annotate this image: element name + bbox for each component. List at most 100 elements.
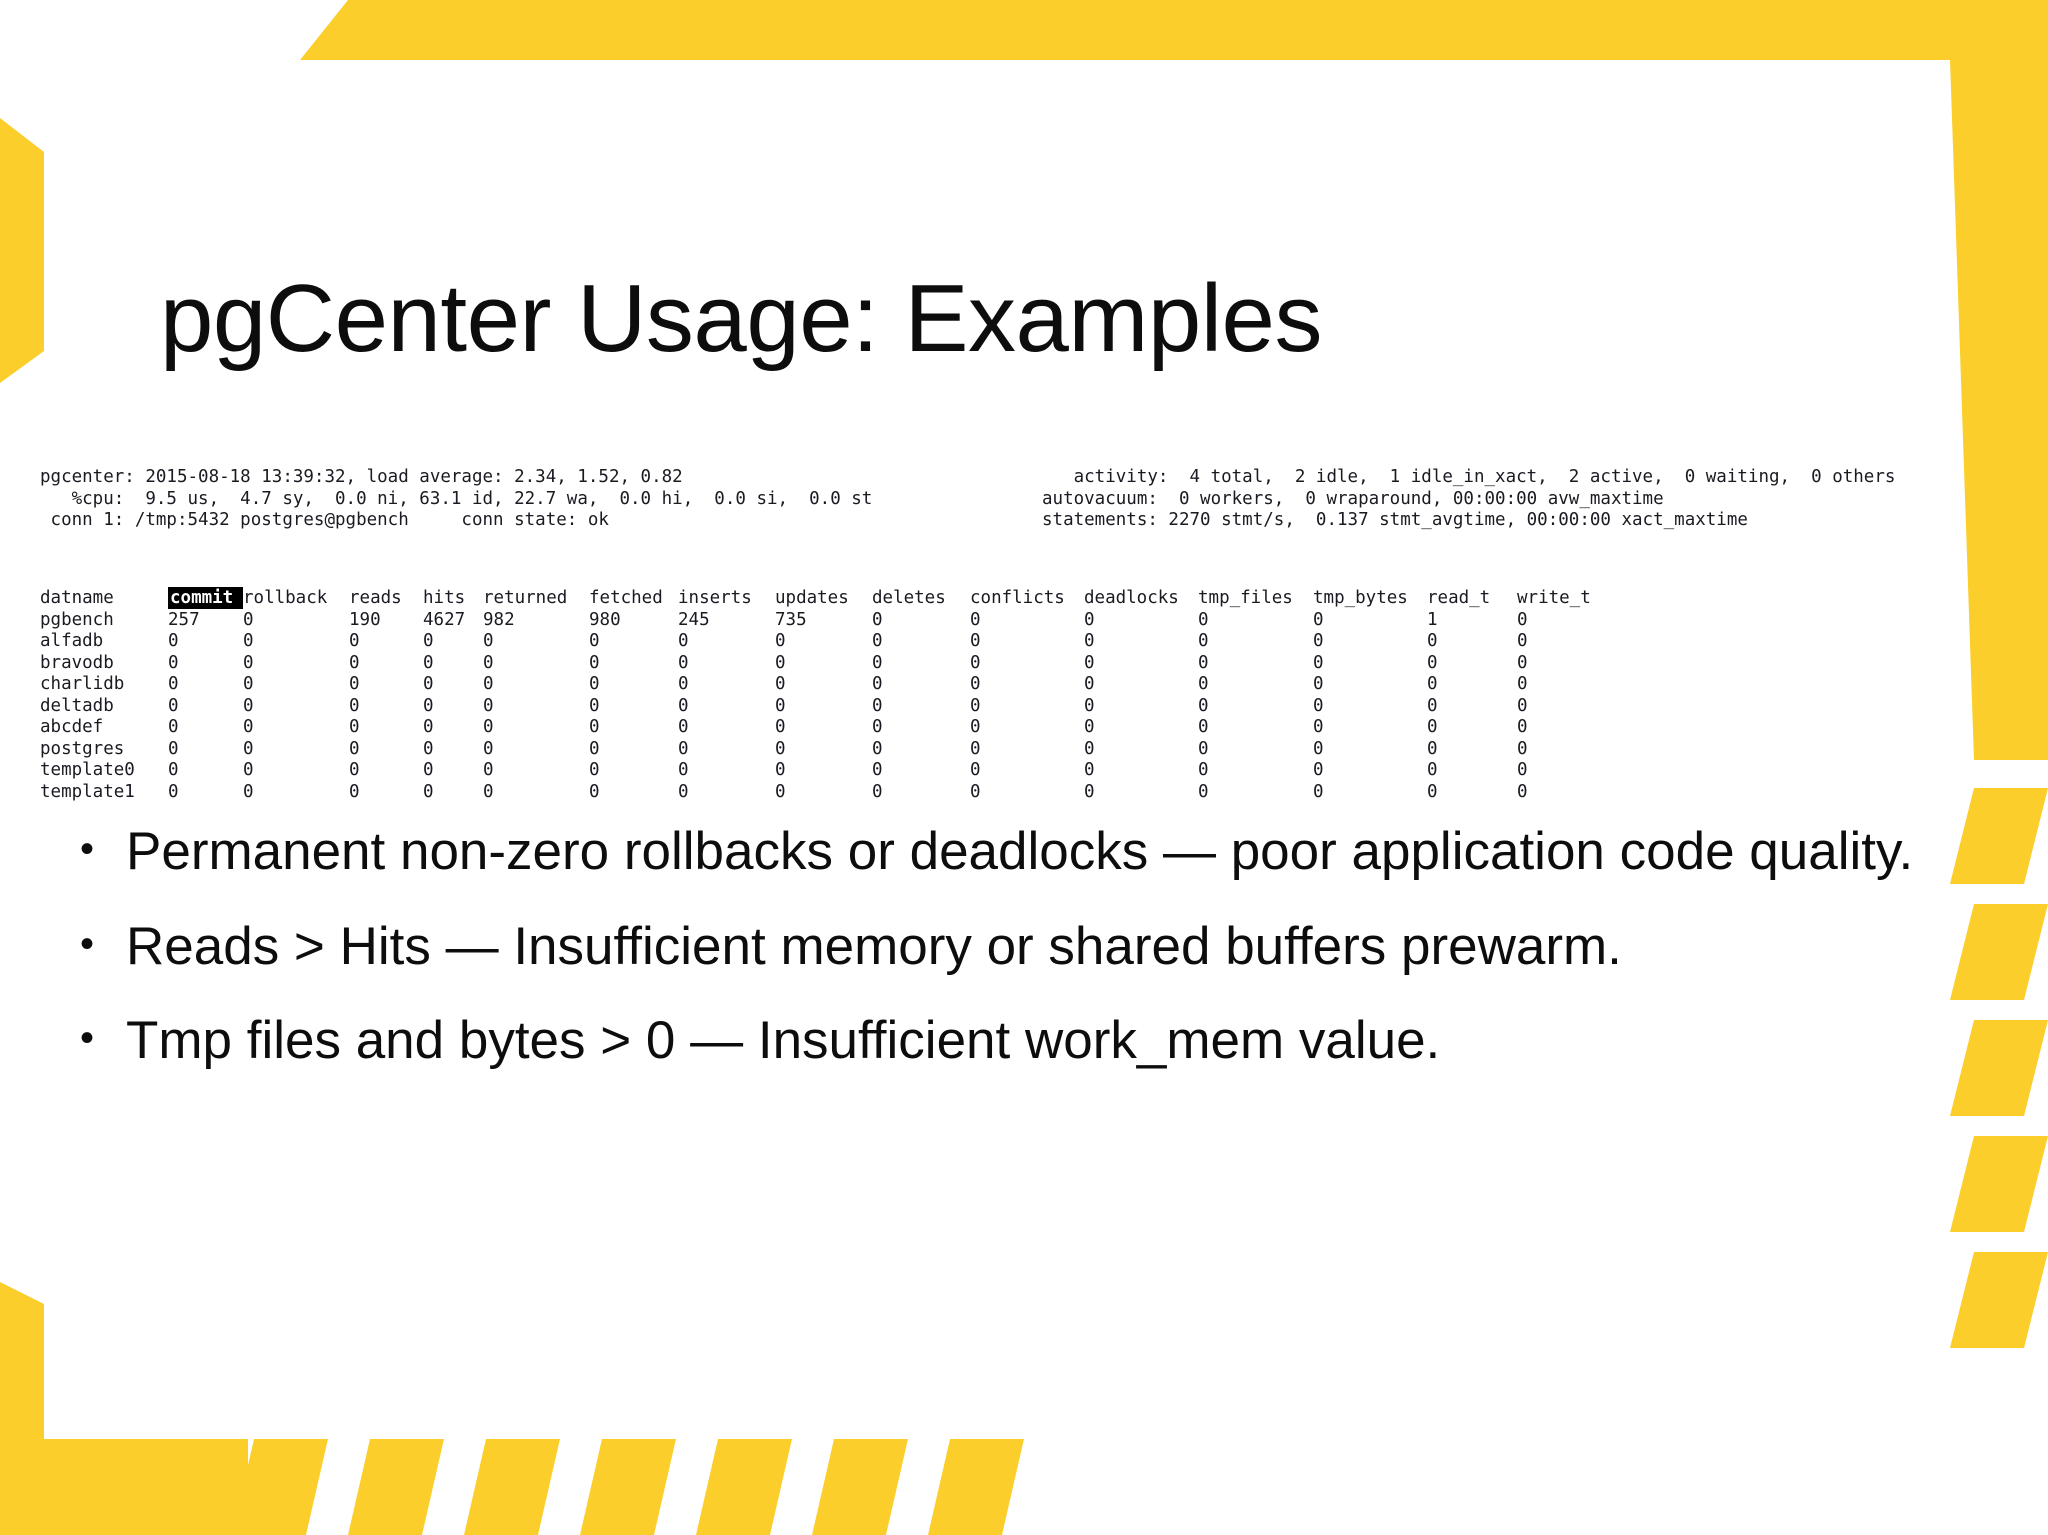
cell-inserts: 0 [678, 717, 689, 737]
cell-updates: 0 [775, 631, 786, 651]
bullet-text: Reads > Hits — Insufficient memory or sh… [126, 916, 1622, 976]
cell-reads: 190 [349, 609, 381, 630]
column-header-datname[interactable]: datname [40, 588, 114, 608]
cell-deadlocks: 0 [1084, 695, 1095, 716]
cell-write_t: 0 [1517, 652, 1528, 673]
cell-returned: 0 [483, 781, 494, 802]
column-header-deadlocks[interactable]: deadlocks [1084, 588, 1179, 608]
sort-column-highlight[interactable]: commit [168, 587, 244, 609]
terminal-activity-line-1: autovacuum: 0 workers, 0 wraparound, 00:… [1042, 488, 1664, 509]
cell-fetched: 0 [589, 652, 600, 673]
cell-deadlocks: 0 [1084, 717, 1095, 737]
cell-inserts: 0 [678, 652, 689, 673]
cell-inserts: 245 [678, 609, 710, 630]
column-header-write_t[interactable]: write_t [1517, 588, 1591, 608]
cell-tmp_files: 0 [1198, 695, 1209, 716]
cell-tmp_files: 0 [1198, 760, 1209, 780]
cell-inserts: 0 [678, 738, 689, 759]
cell-returned: 0 [483, 674, 494, 694]
cell-tmp_files: 0 [1198, 674, 1209, 694]
column-header-tmp_bytes[interactable]: tmp_bytes [1313, 588, 1408, 608]
cell-tmp_bytes: 0 [1313, 631, 1324, 651]
column-header-commit[interactable]: commit [168, 587, 244, 610]
cell-tmp_bytes: 0 [1313, 674, 1324, 694]
page-title: pgCenter Usage: Examples [160, 265, 1322, 373]
cell-tmp_bytes: 0 [1313, 738, 1324, 759]
column-header-fetched[interactable]: fetched [589, 588, 663, 608]
cell-fetched: 0 [589, 695, 600, 716]
cell-commit: 0 [168, 631, 179, 651]
cell-datname: charlidb [40, 674, 125, 694]
cell-fetched: 0 [589, 760, 600, 780]
cell-inserts: 0 [678, 781, 689, 802]
column-header-updates[interactable]: updates [775, 588, 849, 608]
terminal-activity-line-2: statements: 2270 stmt/s, 0.137 stmt_avgt… [1042, 510, 1748, 530]
cell-read_t: 1 [1427, 609, 1438, 630]
column-header-deletes[interactable]: deletes [872, 588, 946, 608]
cell-deletes: 0 [872, 738, 883, 759]
cell-inserts: 0 [678, 631, 689, 651]
column-header-inserts[interactable]: inserts [678, 588, 752, 608]
cell-commit: 257 [168, 609, 200, 630]
terminal-status-line-0: pgcenter: 2015-08-18 13:39:32, load aver… [40, 467, 683, 487]
cell-returned: 0 [483, 695, 494, 716]
cell-read_t: 0 [1427, 781, 1438, 802]
column-header-rollback[interactable]: rollback [243, 588, 328, 608]
cell-conflicts: 0 [970, 717, 981, 737]
cell-tmp_files: 0 [1198, 717, 1209, 737]
cell-conflicts: 0 [970, 631, 981, 651]
cell-conflicts: 0 [970, 760, 981, 780]
cell-conflicts: 0 [970, 738, 981, 759]
column-header-read_t[interactable]: read_t [1427, 588, 1491, 608]
decoration-right-stripe-3 [1950, 1136, 2048, 1232]
cell-datname: template1 [40, 781, 135, 802]
column-header-returned[interactable]: returned [483, 588, 568, 608]
cell-rollback: 0 [243, 631, 254, 651]
cell-updates: 0 [775, 652, 786, 673]
cell-deadlocks: 0 [1084, 781, 1095, 802]
cell-write_t: 0 [1517, 781, 1528, 802]
decoration-bottom-stripe-5 [812, 1439, 908, 1535]
cell-write_t: 0 [1517, 609, 1528, 630]
bullet-marker-icon: • [80, 827, 95, 871]
cell-updates: 0 [775, 781, 786, 802]
cell-reads: 0 [349, 738, 360, 759]
cell-inserts: 0 [678, 695, 689, 716]
cell-deletes: 0 [872, 695, 883, 716]
cell-hits: 0 [423, 738, 434, 759]
cell-reads: 0 [349, 717, 360, 737]
column-header-tmp_files[interactable]: tmp_files [1198, 588, 1293, 608]
cell-rollback: 0 [243, 674, 254, 694]
cell-rollback: 0 [243, 609, 254, 630]
cell-hits: 0 [423, 781, 434, 802]
cell-inserts: 0 [678, 674, 689, 694]
column-header-reads[interactable]: reads [349, 588, 402, 608]
cell-conflicts: 0 [970, 695, 981, 716]
cell-tmp_files: 0 [1198, 738, 1209, 759]
cell-read_t: 0 [1427, 674, 1438, 694]
cell-tmp_bytes: 0 [1313, 781, 1324, 802]
column-header-hits[interactable]: hits [423, 588, 466, 608]
cell-returned: 982 [483, 609, 515, 630]
cell-commit: 0 [168, 738, 179, 759]
decoration-top-band [300, 0, 2048, 60]
cell-returned: 0 [483, 717, 494, 737]
cell-deadlocks: 0 [1084, 609, 1095, 630]
column-header-conflicts[interactable]: conflicts [970, 588, 1065, 608]
cell-datname: pgbench [40, 609, 114, 630]
cell-hits: 0 [423, 717, 434, 737]
cell-read_t: 0 [1427, 738, 1438, 759]
cell-updates: 0 [775, 717, 786, 737]
cell-hits: 0 [423, 631, 434, 651]
decoration-right-stripe-4 [1950, 1252, 2048, 1348]
cell-fetched: 0 [589, 717, 600, 737]
